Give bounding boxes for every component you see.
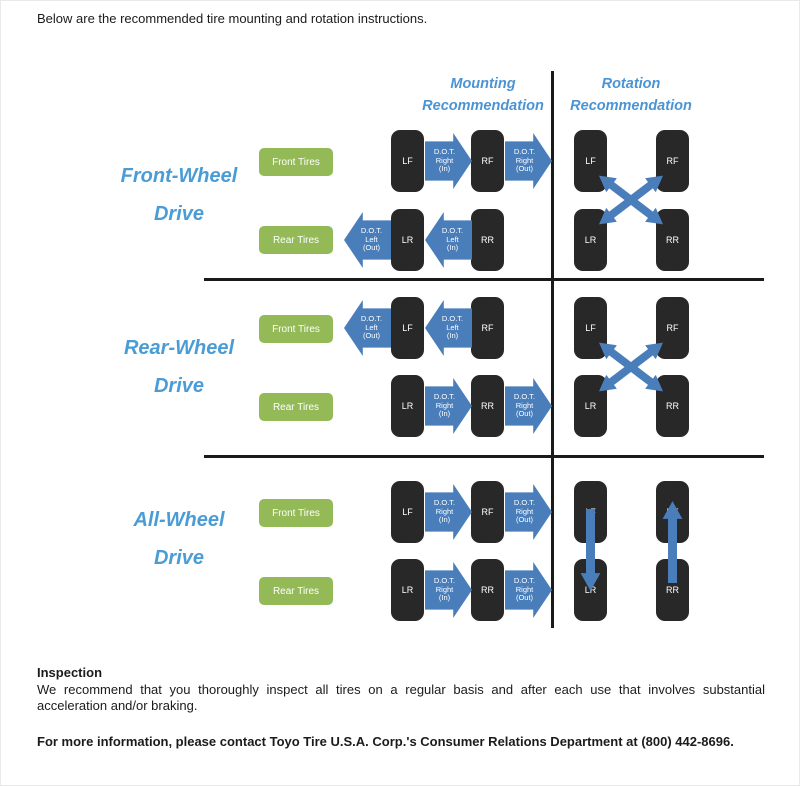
front-tires-pill: Front Tires (259, 315, 333, 343)
rear-tires-pill: Rear Tires (259, 226, 333, 254)
tire-lf: LF (391, 297, 424, 359)
tire-lf: LF (391, 130, 424, 192)
arrow-label: Right (515, 400, 534, 410)
arrow-label: D.O.T. (433, 576, 456, 586)
rotation-cross-arrows-icon (598, 175, 664, 225)
mounting-arrow-right-icon: D.O.T. Right (In) (425, 378, 472, 434)
arrow-label: D.O.T. (433, 392, 456, 402)
arrow-label: D.O.T. (513, 392, 536, 402)
front-tires-pill: Front Tires (259, 148, 333, 176)
column-divider-line (551, 71, 554, 628)
intro-text: Below are the recommended tire mounting … (37, 11, 428, 26)
arrow-label: Left (365, 322, 378, 332)
arrow-label: Right (515, 155, 534, 165)
arrow-label: (Out) (362, 331, 381, 341)
drive-label-line2: Drive (153, 547, 205, 569)
arrow-label: Left (446, 322, 459, 332)
contact-paragraph: For more information, please contact Toy… (37, 734, 734, 749)
arrow-label: Right (515, 506, 534, 516)
arrow-label: D.O.T. (360, 314, 383, 324)
arrow-label: Right (435, 584, 454, 594)
rotation-header-line2: Recommendation (570, 98, 692, 114)
arrow-label: Right (435, 155, 454, 165)
tire-lf: LF (391, 481, 424, 543)
mounting-arrow-right-icon: D.O.T. Right (Out) (505, 562, 552, 618)
mounting-header-line2: Recommendation (422, 98, 544, 114)
rotation-header-line1: Rotation (601, 76, 661, 92)
inspection-heading: Inspection (37, 665, 103, 680)
arrow-label: Right (515, 584, 534, 594)
tire-rf: RF (471, 130, 504, 192)
mounting-recommendation-header: Mounting Recommendation (403, 73, 563, 117)
tire-lr: LR (391, 559, 424, 621)
drive-label-line1: Rear-Wheel (123, 337, 235, 359)
arrow-label: (Out) (362, 243, 381, 253)
drive-label-line2: Drive (153, 375, 205, 397)
mounting-arrow-left-icon: D.O.T. Left (Out) (344, 212, 391, 268)
mounting-arrow-left-icon: D.O.T. Left (In) (425, 212, 472, 268)
arrow-label: D.O.T. (513, 498, 536, 508)
arrow-label: (In) (438, 164, 451, 174)
tire-rr: RR (471, 375, 504, 437)
arrow-label: Left (446, 234, 459, 244)
arrow-label: (In) (438, 409, 451, 419)
mounting-arrow-right-icon: D.O.T. Right (In) (425, 562, 472, 618)
mounting-arrow-left-icon: D.O.T. Left (Out) (344, 300, 391, 356)
arrow-label: Right (435, 506, 454, 516)
arrow-label: D.O.T. (441, 314, 464, 324)
tire-rf: RF (471, 481, 504, 543)
tire-lr: LR (391, 375, 424, 437)
all-wheel-drive-label: All-Wheel Drive (89, 501, 269, 577)
inspection-paragraph: We recommend that you thoroughly inspect… (37, 682, 765, 713)
mounting-arrow-right-icon: D.O.T. Right (In) (425, 133, 472, 189)
mounting-arrow-right-icon: D.O.T. Right (Out) (505, 484, 552, 540)
arrow-label: (Out) (515, 593, 534, 603)
arrow-label: (In) (446, 331, 459, 341)
drive-label-line1: Front-Wheel (120, 165, 238, 187)
arrow-label: (Out) (515, 409, 534, 419)
row-divider-line-2 (204, 455, 764, 458)
mounting-header-line1: Mounting (450, 76, 516, 92)
arrow-label: D.O.T. (441, 226, 464, 236)
arrow-label: Left (365, 234, 378, 244)
rear-tires-pill: Rear Tires (259, 577, 333, 605)
tire-rr: RR (471, 559, 504, 621)
mounting-arrow-right-icon: D.O.T. Right (Out) (505, 133, 552, 189)
rotation-cross-arrows-icon (598, 342, 664, 392)
tire-rf: RF (471, 297, 504, 359)
arrow-label: (Out) (515, 164, 534, 174)
drive-label-line1: All-Wheel (133, 509, 225, 531)
drive-label-line2: Drive (153, 203, 205, 225)
rear-wheel-drive-label: Rear-Wheel Drive (89, 329, 269, 405)
arrow-label: D.O.T. (360, 226, 383, 236)
rotation-recommendation-header: Rotation Recommendation (551, 73, 711, 117)
tire-lr: LR (391, 209, 424, 271)
arrow-label: D.O.T. (513, 147, 536, 157)
arrow-label: (Out) (515, 515, 534, 525)
front-wheel-drive-label: Front-Wheel Drive (89, 157, 269, 233)
arrow-label: (In) (438, 593, 451, 603)
mounting-arrow-left-icon: D.O.T. Left (In) (425, 300, 472, 356)
arrow-label: (In) (446, 243, 459, 253)
arrow-label: D.O.T. (433, 147, 456, 157)
arrow-label: Right (435, 400, 454, 410)
arrow-label: D.O.T. (513, 576, 536, 586)
mounting-arrow-right-icon: D.O.T. Right (In) (425, 484, 472, 540)
rotation-front-back-arrows-icon (580, 501, 683, 591)
arrow-label: (In) (438, 515, 451, 525)
row-divider-line-1 (204, 278, 764, 281)
arrow-label: D.O.T. (433, 498, 456, 508)
rear-tires-pill: Rear Tires (259, 393, 333, 421)
mounting-arrow-right-icon: D.O.T. Right (Out) (505, 378, 552, 434)
front-tires-pill: Front Tires (259, 499, 333, 527)
tire-rr: RR (471, 209, 504, 271)
